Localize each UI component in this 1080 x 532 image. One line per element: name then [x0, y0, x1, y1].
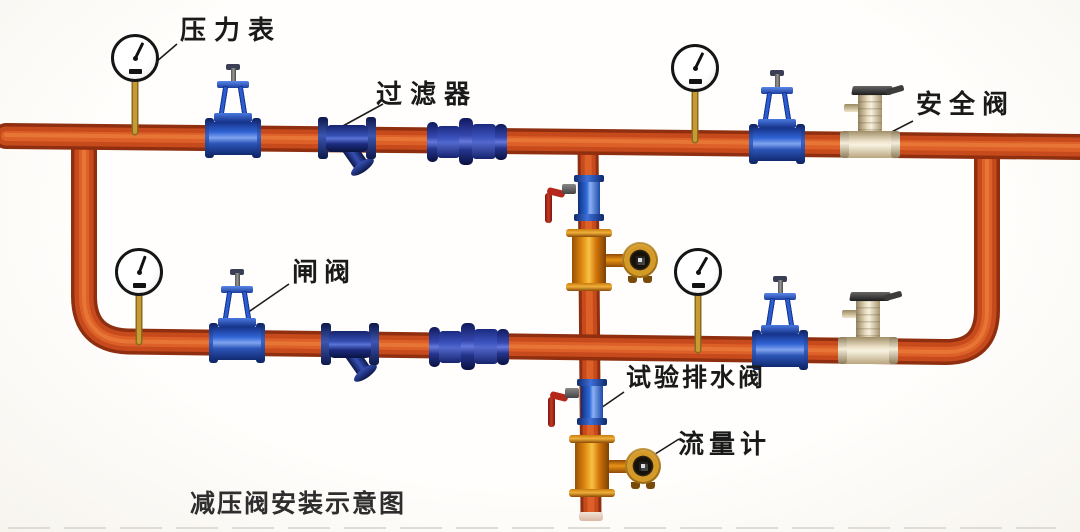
reducer-coupling-icon: [427, 117, 511, 167]
pressure-gauge-icon: [671, 44, 719, 92]
pressure-gauge-icon: [111, 34, 159, 82]
gauge-hub: [692, 65, 698, 71]
label-flow-meter: 流量计: [678, 430, 772, 459]
flow-meter-icon: [558, 229, 658, 291]
safety-valve-icon: [838, 290, 903, 367]
bottom-pipe: [71, 136, 1000, 365]
flow-meter-icon: [561, 435, 661, 497]
test-drain-valve-icon: [545, 175, 609, 223]
label-gate-valve: 闸阀: [292, 258, 357, 287]
y-strainer-filter-icon: [321, 319, 380, 399]
gate-valve-icon: [752, 276, 808, 374]
gate-valve-icon: [205, 64, 261, 162]
label-test-drain-valve: 试验排水阀: [626, 365, 767, 392]
gauge-hub: [695, 269, 701, 275]
bottom-rule-line: [8, 527, 1056, 529]
gate-valve-icon: [749, 70, 805, 168]
gauge-hub: [132, 55, 138, 61]
diagram-title: 减压阀安装示意图: [190, 491, 407, 518]
pressure-gauge-icon: [115, 248, 163, 296]
label-safety-valve: 安全阀: [916, 90, 1016, 119]
label-filter: 过滤器: [376, 80, 479, 109]
gauge-tag: [129, 69, 142, 74]
gauge-tag: [689, 79, 702, 84]
label-pressure-gauge: 压力表: [180, 16, 283, 45]
pressure-gauge-icon: [674, 248, 722, 296]
gauge-stems: [131, 76, 702, 354]
top-pipe: [0, 123, 1080, 160]
y-strainer-filter-icon: [318, 113, 377, 193]
test-drain-valve-icon: [548, 379, 612, 427]
gauge-tag: [692, 283, 705, 288]
gate-valve-icon: [209, 269, 265, 367]
reducer-coupling-icon: [429, 322, 513, 372]
gauge-tag: [133, 283, 146, 288]
gauge-hub: [136, 269, 142, 275]
branch-pipe-end-cap: [579, 512, 603, 521]
safety-valve-icon: [840, 84, 905, 161]
